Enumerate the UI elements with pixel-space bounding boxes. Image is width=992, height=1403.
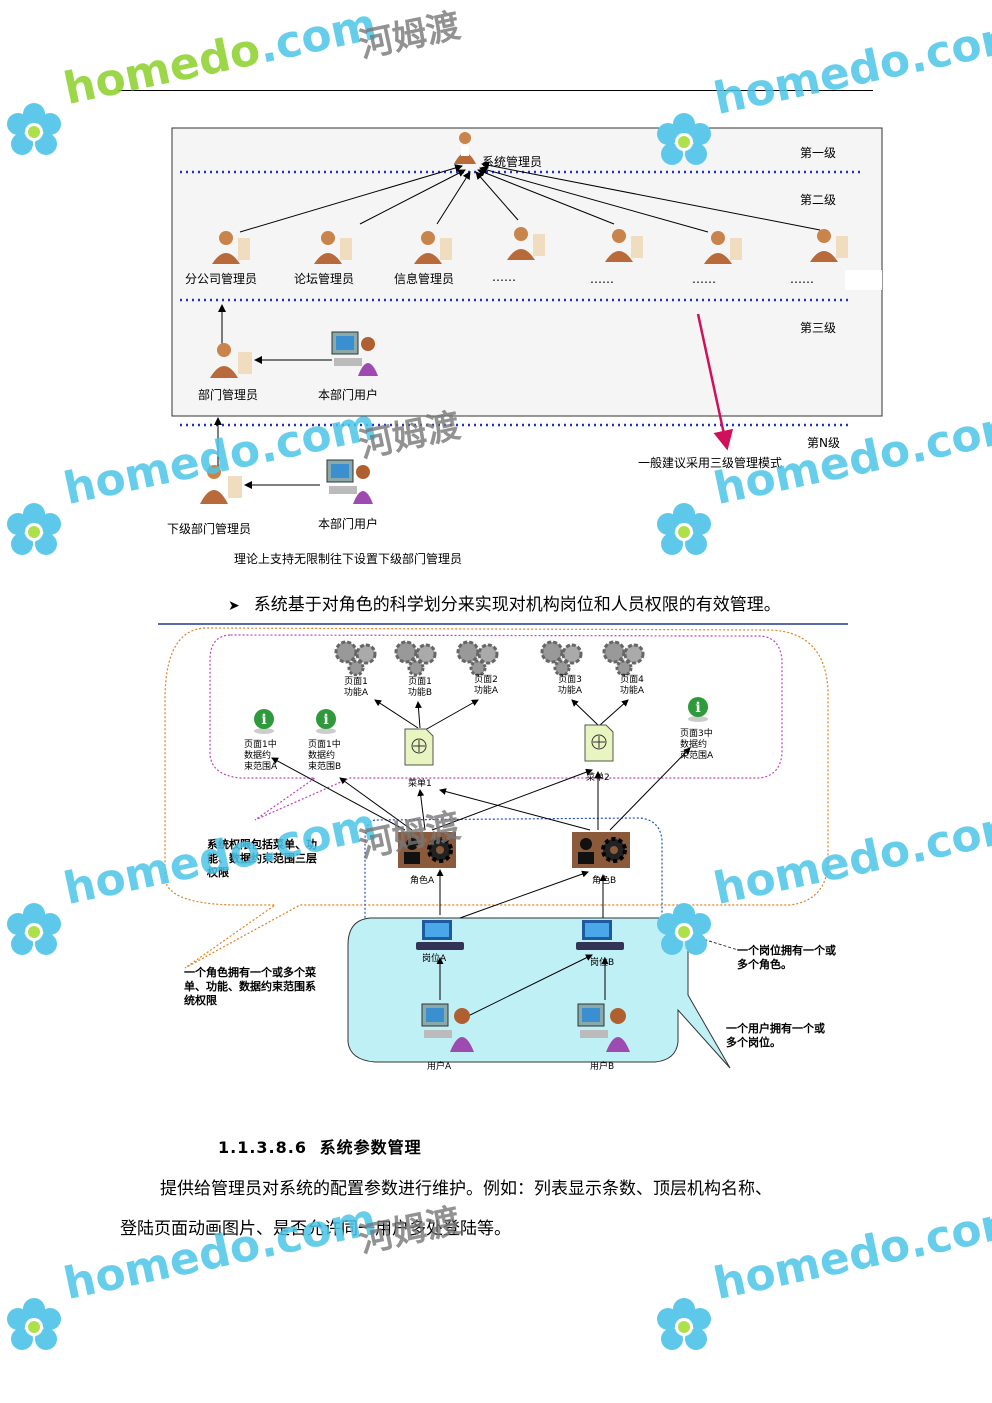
data-scope-label: 页面3中 数据约 束范围A (680, 729, 714, 761)
level2-label: …… (590, 272, 614, 286)
gear-icon (394, 640, 440, 680)
admin-person-icon (601, 226, 645, 268)
flower-logo-icon (657, 1298, 711, 1350)
post-label: 岗位B (590, 958, 615, 968)
watermark-text: homedo.com (709, 1194, 992, 1310)
gear-icon (456, 640, 502, 680)
hierarchy-lines (171, 127, 883, 489)
admin-person-icon (196, 462, 246, 510)
info-icon: i (252, 707, 276, 739)
paragraph-line-1: 提供给管理员对系统的配置参数进行维护。例如：列表显示条数、顶层机构名称、 (160, 1179, 772, 1199)
watermark-do: do (843, 1218, 915, 1282)
level2-label: …… (790, 272, 814, 286)
level2-label: …… (492, 270, 516, 284)
svg-text:i: i (261, 712, 266, 728)
watermark-home: home (709, 1231, 855, 1310)
data-scope-label: 页面1中 数据约 束范围A (244, 740, 278, 772)
computer-user-icon (420, 1000, 476, 1060)
menu-document-icon (404, 728, 434, 770)
bullet-arrow-icon: ➤ (228, 598, 240, 614)
computer-icon (572, 918, 628, 956)
dept-user-label: 本部门用户 (318, 388, 379, 402)
svg-text:i: i (323, 712, 328, 728)
role-permission-diagram: 页面1 功能A 页面1 功能B 页面2 功能A 页面3 功能A 页面4 功能A … (158, 623, 848, 1072)
admin-person-icon (208, 228, 252, 270)
computer-user-icon (576, 1000, 632, 1060)
permission-lines (158, 623, 848, 1069)
menu-document-icon (584, 724, 614, 766)
svg-text:i: i (695, 700, 700, 716)
function-label: 页面2 功能A (473, 675, 499, 696)
admin-person-icon (806, 226, 850, 268)
level-label-n: 第N级 (807, 436, 840, 450)
post-note: 一个岗位拥有一个或多个角色。 (737, 944, 836, 971)
computer-icon (412, 918, 468, 956)
level2-label: 分公司管理员 (185, 272, 258, 286)
computer-user-icon (325, 458, 375, 512)
post-label: 岗位A (422, 954, 447, 964)
level-label-1: 第一级 (800, 146, 837, 160)
menu-label: 菜单1 (408, 779, 432, 789)
computer-user-icon (330, 330, 380, 384)
section-number: 1.1.3.8.6 (218, 1138, 307, 1157)
role-icon (572, 832, 630, 872)
user-note: 一个用户拥有一个或多个岗位。 (726, 1022, 825, 1049)
section-heading: 1.1.3.8.6 系统参数管理 (218, 1134, 422, 1158)
info-icon: i (314, 707, 338, 739)
admin-person-icon (310, 228, 354, 270)
admin-person-icon (410, 228, 454, 270)
admin-person-icon (452, 130, 478, 170)
level-label-2: 第二级 (800, 193, 837, 207)
gear-icon (540, 640, 586, 680)
system-admin-label: 系统管理员 (482, 155, 543, 169)
flower-logo-icon (7, 1298, 61, 1350)
function-label: 页面3 功能A (557, 675, 583, 696)
watermark-domain: .com (904, 1194, 992, 1269)
role-label: 角色B (592, 876, 617, 886)
user-label: 用户B (590, 1062, 615, 1072)
function-label: 页面1 功能B (407, 677, 433, 698)
header-rule (118, 90, 873, 91)
gear-icon (602, 640, 648, 680)
level2-label: …… (692, 272, 716, 286)
admin-person-icon (503, 224, 547, 266)
info-icon: i (686, 695, 710, 727)
watermark-home: home (59, 1231, 205, 1310)
sub-dept-user-label: 本部门用户 (318, 517, 379, 531)
admin-person-icon (206, 340, 256, 384)
level2-label: 信息管理员 (394, 272, 455, 286)
section-title: 系统参数管理 (319, 1138, 422, 1157)
bullet-text: 系统基于对角色的科学划分来实现对机构岗位和人员权限的有效管理。 (253, 595, 781, 615)
watermark-text: homedo.com (59, 1194, 381, 1310)
admin-hierarchy-diagram: 第一级 第二级 第三级 第N级 系统管理员 分公司管理员 论坛管理员 信息管理员… (0, 0, 992, 580)
unlimited-caption: 理论上支持无限制往下设置下级部门管理员 (234, 552, 463, 566)
role-label: 角色A (410, 876, 435, 886)
perm-note: 系统权限包括菜单、功能、数据约束范围三层权限 (207, 838, 317, 879)
role-icon (398, 832, 456, 872)
bullet-item: ➤ 系统基于对角色的科学划分来实现对机构岗位和人员权限的有效管理。 (228, 590, 781, 615)
user-label: 用户A (427, 1062, 452, 1072)
paragraph-line-2: 登陆页面动画图片、是否允许同一用户多处登陆等。 (120, 1219, 511, 1239)
role-note: 一个角色拥有一个或多个菜单、功能、数据约束范围系统权限 (184, 966, 316, 1007)
dept-manager-label: 部门管理员 (198, 388, 259, 402)
function-label: 页面4 功能A (619, 675, 645, 696)
level2-label: 论坛管理员 (294, 272, 355, 286)
level-label-3: 第三级 (800, 321, 837, 335)
admin-person-icon (700, 228, 744, 270)
data-scope-label: 页面1中 数据约 束范围B (308, 740, 342, 772)
function-label: 页面1 功能A (343, 677, 369, 698)
sub-dept-manager-label: 下级部门管理员 (167, 522, 252, 536)
gear-icon (334, 640, 380, 680)
menu-label: 菜单2 (586, 773, 610, 783)
recommend-note: 一般建议采用三级管理模式 (638, 456, 783, 470)
